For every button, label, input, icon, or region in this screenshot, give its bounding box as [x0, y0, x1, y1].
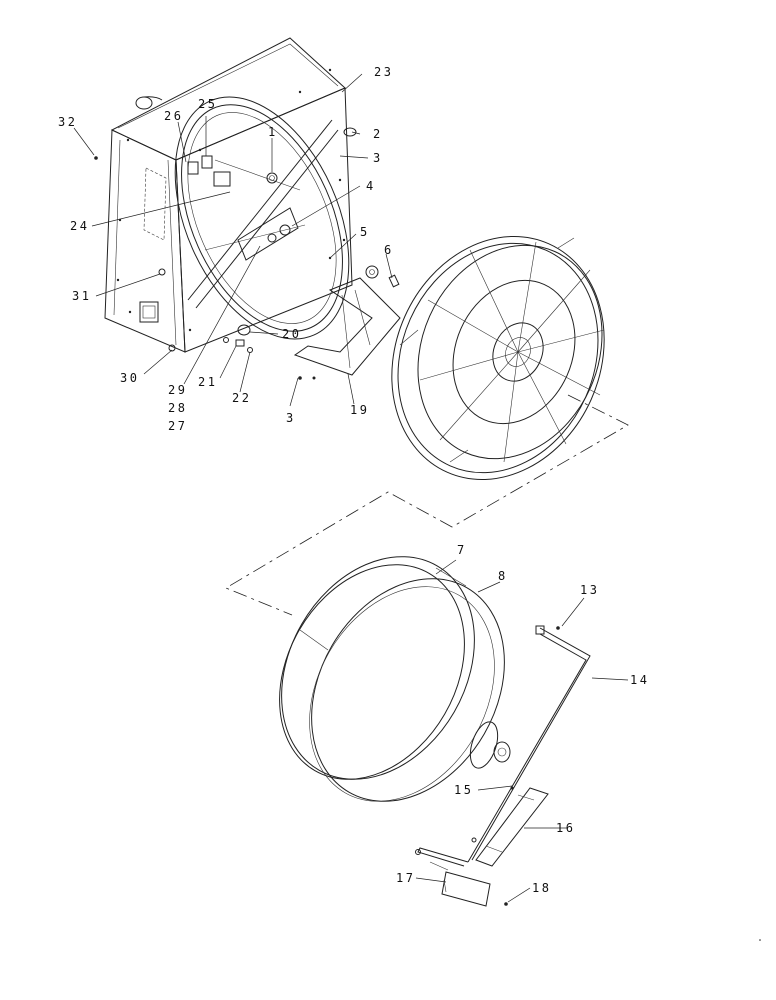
callout-8: 8 [498, 569, 508, 583]
callout-17: 17 [396, 871, 415, 885]
callout-24: 24 [70, 219, 89, 233]
fan-bracket [223, 265, 401, 380]
hub-plate [469, 721, 511, 769]
callout-2: 2 [373, 127, 383, 141]
callout-27: 27 [168, 419, 187, 433]
callout-15: 15 [454, 783, 473, 797]
callout-5: 5 [360, 225, 370, 239]
callout-14: 14 [630, 673, 649, 687]
callout-19: 19 [350, 403, 369, 417]
callout-18: 18 [532, 881, 551, 895]
callout-22: 22 [232, 391, 251, 405]
shroud-rings [279, 556, 505, 802]
callout-4: 4 [366, 179, 376, 193]
callout-20: 20 [282, 327, 301, 341]
support-rod [415, 625, 591, 907]
callout-13: 13 [580, 583, 599, 597]
registration-dot [759, 939, 761, 941]
callout-29: 29 [168, 383, 187, 397]
callout-23: 23 [374, 65, 393, 79]
callout-16: 16 [556, 821, 575, 835]
callout-21: 21 [198, 375, 217, 389]
callout-1: 1 [268, 125, 278, 139]
callout-3-lower: 3 [286, 411, 296, 425]
callout-26: 26 [164, 109, 183, 123]
fan-wheel [391, 236, 605, 480]
callout-32: 32 [58, 115, 77, 129]
callout-25: 25 [198, 97, 217, 111]
callout-3-upper: 3 [373, 151, 383, 165]
callout-30: 30 [120, 371, 139, 385]
assembly-centerlines [225, 394, 629, 616]
callout-6: 6 [384, 243, 394, 257]
callout-28: 28 [168, 401, 187, 415]
fan-housing [94, 37, 357, 353]
callout-31: 31 [72, 289, 91, 303]
callout-7: 7 [457, 543, 467, 557]
leader-lines [73, 73, 629, 903]
callouts: 32 26 25 23 1 2 3 4 24 5 6 31 20 30 21 2… [58, 65, 649, 895]
